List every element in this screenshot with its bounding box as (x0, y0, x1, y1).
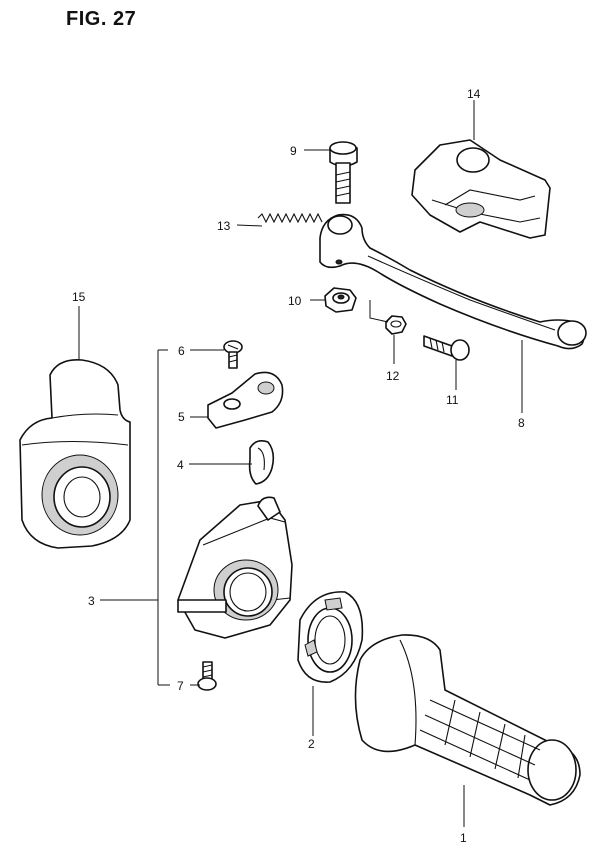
callout-10: 10 (288, 294, 302, 308)
part-12-nut[interactable] (385, 315, 407, 335)
callout-13: 13 (217, 219, 231, 233)
part-11-adjuster-screw[interactable] (423, 335, 470, 361)
callout-2: 2 (308, 737, 315, 751)
part-3-housing[interactable] (177, 496, 293, 639)
callout-1: 1 (460, 831, 467, 845)
part-14-lever-cover[interactable] (411, 139, 551, 239)
callout-9: 9 (290, 144, 297, 158)
callout-5: 5 (178, 410, 185, 424)
callout-14: 14 (467, 87, 481, 101)
part-8-brake-lever[interactable] (319, 213, 587, 350)
callout-labels: 14 9 13 10 12 11 8 15 6 5 4 3 7 2 1 (72, 87, 525, 845)
callout-3: 3 (88, 594, 95, 608)
part-5-clamp-plate[interactable] (207, 371, 284, 429)
part-2-throttle-ring[interactable] (297, 591, 364, 683)
figure-title: FIG. 27 (66, 8, 137, 30)
callout-11: 11 (446, 393, 459, 407)
part-13-spring[interactable] (257, 212, 323, 224)
callout-8: 8 (518, 416, 525, 430)
leader-lines (78, 100, 523, 827)
callout-4: 4 (177, 458, 184, 472)
callout-15: 15 (72, 290, 86, 304)
part-7-screw[interactable] (197, 661, 217, 691)
part-4-clip[interactable] (248, 440, 275, 485)
part-9-pivot-bolt[interactable] (329, 141, 358, 204)
callout-12: 12 (386, 369, 400, 383)
callout-6: 6 (178, 344, 185, 358)
part-10-nut[interactable] (324, 287, 357, 313)
part-6-screw[interactable] (223, 340, 243, 369)
part-1-throttle-grip[interactable] (354, 634, 581, 806)
callout-7: 7 (177, 679, 184, 693)
part-15-grip-cover[interactable] (19, 358, 131, 549)
